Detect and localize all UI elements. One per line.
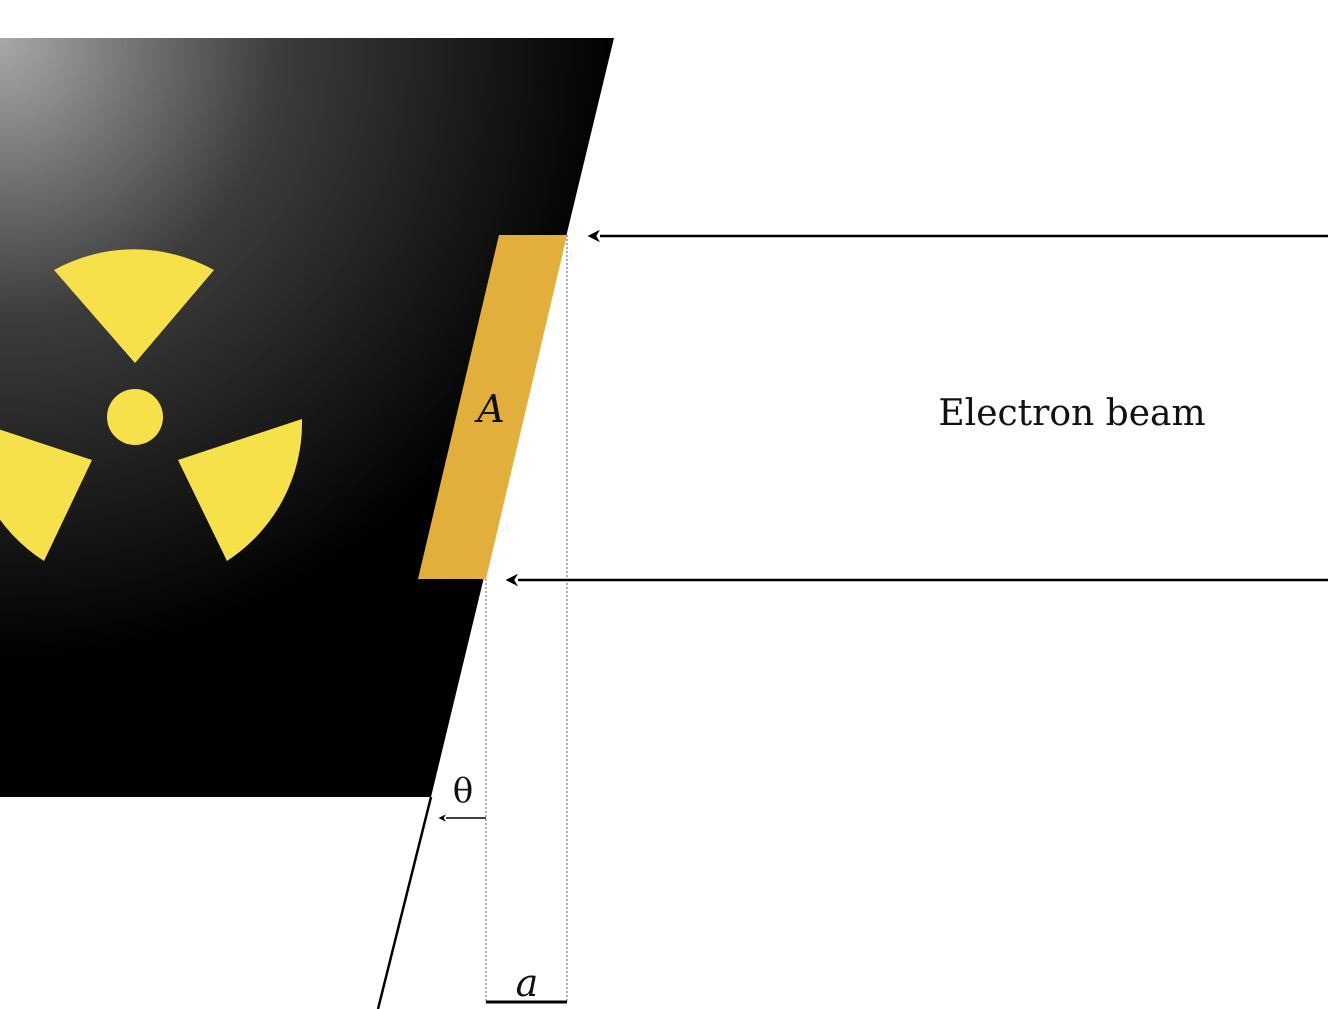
- focal-spot: [418, 235, 567, 579]
- width-label: a: [516, 961, 539, 1005]
- radiation-trefoil-icon: [0, 249, 303, 561]
- target-surface-line: [376, 796, 433, 1009]
- beam-label: Electron beam: [938, 393, 1205, 434]
- anode-target: [0, 38, 614, 797]
- angle-label: θ: [453, 771, 473, 811]
- area-label: A: [474, 387, 504, 431]
